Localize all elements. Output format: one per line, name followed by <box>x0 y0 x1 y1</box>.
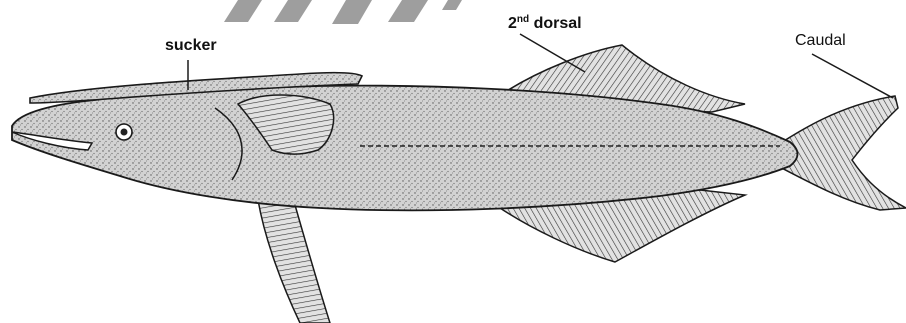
caudal-pointer <box>812 54 893 98</box>
dorsal-superscript: nd <box>517 14 529 25</box>
eye-icon <box>116 124 132 140</box>
dorsal-word: dorsal <box>529 15 581 32</box>
watermark-marks <box>224 0 462 24</box>
dorsal-label: 2nd dorsal <box>508 14 582 32</box>
caudal-label: Caudal <box>795 32 846 49</box>
dorsal-pointer <box>520 34 585 72</box>
dorsal-number: 2 <box>508 15 517 32</box>
pelvic-fin <box>258 200 330 323</box>
sucker-label: sucker <box>165 37 217 54</box>
